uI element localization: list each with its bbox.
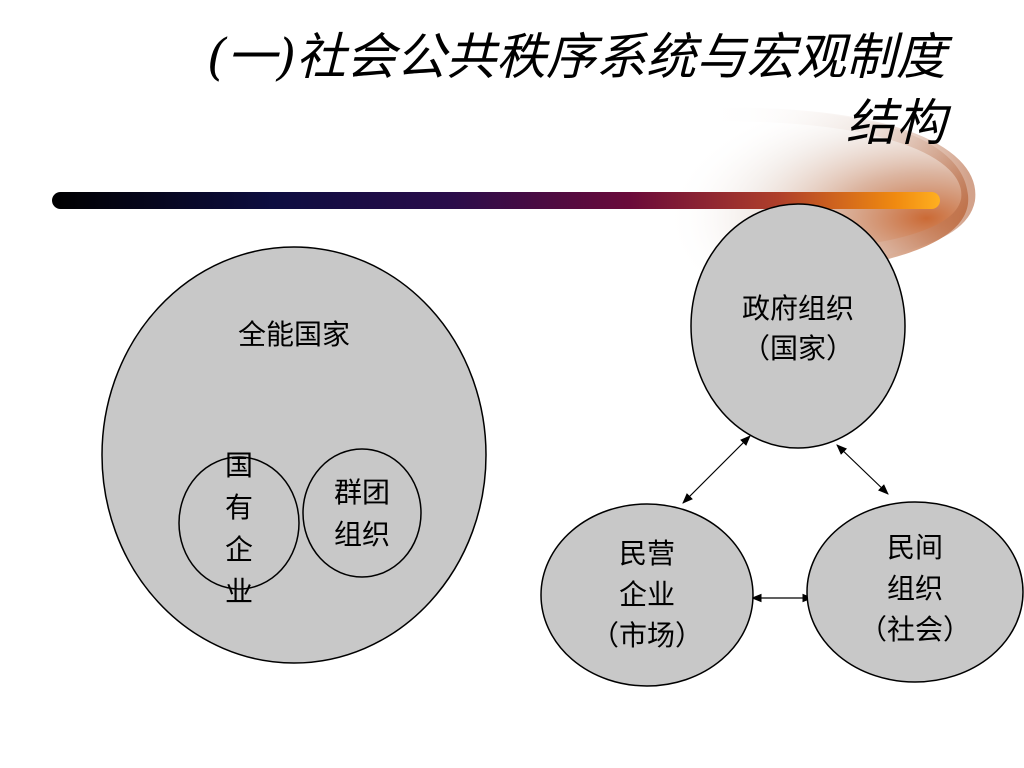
mass-organization-circle [302,448,422,578]
slide-title: (一)社会公共秩序系统与宏观制度 结构 [96,24,946,156]
state-enterprise-char-3: 企 [225,533,253,566]
government-organization-line-1: 政府组织 [742,292,854,325]
civil-organization-line-1: 民间 [887,531,943,564]
title-line-1: (一)社会公共秩序系统与宏观制度 [206,28,946,86]
civil-organization-label: 民间 组织 （社会） [859,531,971,646]
state-enterprise-circle [178,456,300,590]
private-enterprise-line-1: 民营 [619,537,675,570]
civil-organization-line-3: （社会） [859,613,971,646]
government-organization-label: 政府组织 （国家） [742,292,854,365]
mass-organization-line-2: 组织 [334,518,390,551]
civil-organization-line-2: 组织 [887,572,943,605]
total-state-circle [101,246,487,664]
government-organization-node [690,203,906,449]
state-enterprise-char-4: 业 [225,575,253,608]
state-enterprise-char-1: 国 [225,449,253,482]
total-state-label: 全能国家 [238,318,350,351]
mass-organization-line-1: 群团 [334,476,390,509]
right-diagram: 政府组织 （国家） 民营 企业 （市场） 民间 组织 （社会） [540,203,1024,687]
private-enterprise-node [540,503,754,687]
civil-organization-node [806,501,1024,683]
private-enterprise-line-2: 企业 [619,578,675,611]
private-enterprise-label: 民营 企业 （市场） [591,537,703,652]
arrow-government-to-private-enterprise [682,435,751,504]
mass-organization-label: 群团 组织 [334,476,390,551]
title-line-2: 结构 [846,94,946,152]
arrow-government-to-civil-organization [836,444,889,495]
state-enterprise-label: 国 有 企 业 [225,449,253,608]
government-organization-line-2: （国家） [742,332,854,365]
private-enterprise-line-3: （市场） [591,619,703,652]
left-diagram: 全能国家 国 有 企 业 群团 组织 [101,246,487,664]
state-enterprise-char-2: 有 [225,491,253,524]
title-bar [52,192,940,209]
